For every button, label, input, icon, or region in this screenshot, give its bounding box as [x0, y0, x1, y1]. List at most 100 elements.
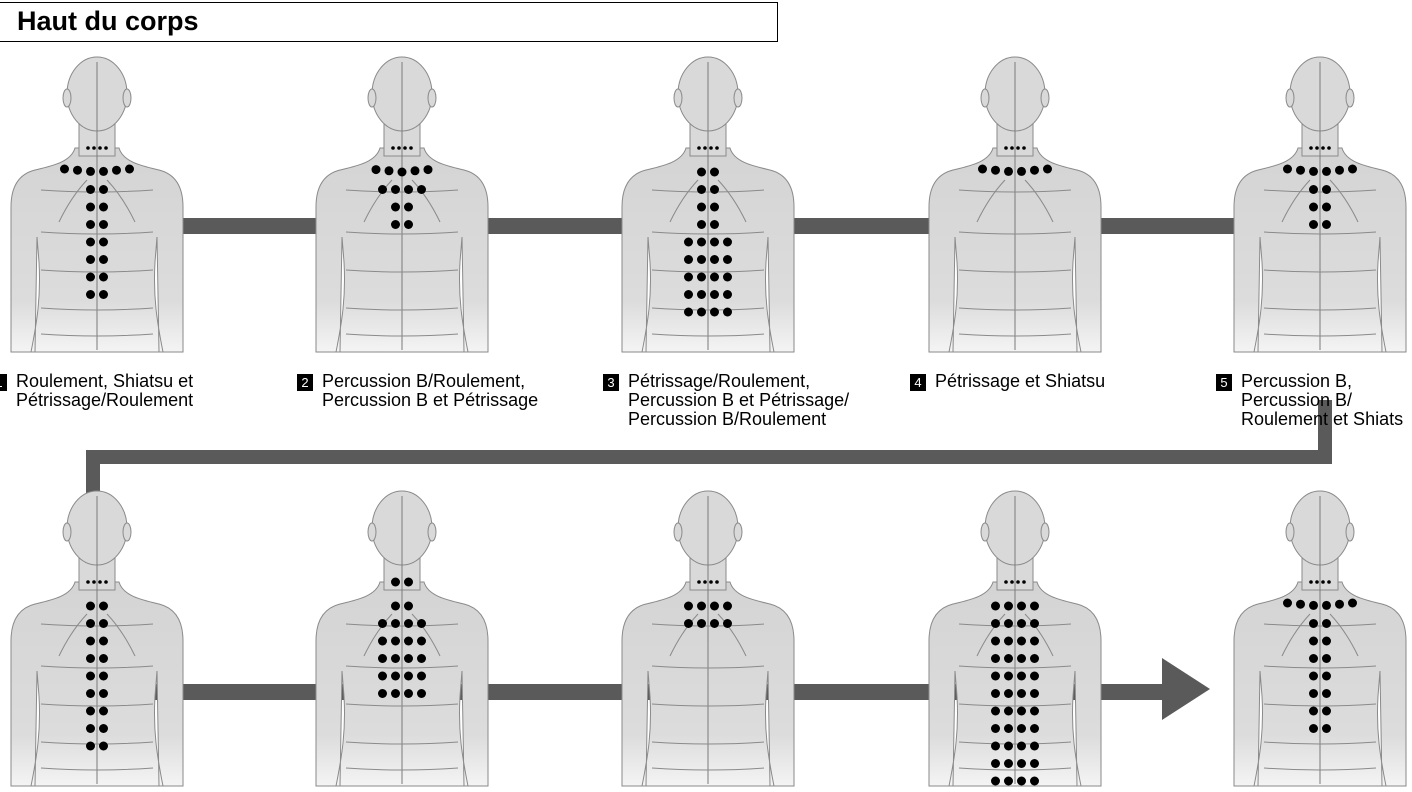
step-number-badge: 1	[0, 374, 7, 391]
torso-ear-right	[733, 522, 743, 542]
massage-point	[1030, 165, 1039, 175]
torso-ear-right	[122, 88, 132, 108]
guide-line	[345, 623, 459, 627]
massage-point	[709, 146, 713, 150]
step-text-line: Percussion B/	[1241, 390, 1353, 410]
massage-point	[1017, 166, 1026, 176]
massage-point	[384, 166, 394, 176]
guide-line	[958, 307, 1072, 311]
massage-point	[1315, 580, 1319, 584]
massage-point	[1322, 636, 1331, 646]
massage-point	[1322, 724, 1331, 733]
massage-point	[99, 654, 108, 663]
massage-point	[1004, 619, 1013, 628]
guide-line	[40, 269, 154, 273]
massage-point	[1004, 724, 1013, 733]
massage-point	[710, 185, 719, 194]
massage-point	[1030, 706, 1039, 716]
massage-point	[1030, 619, 1039, 628]
guide-line	[1263, 703, 1377, 707]
massage-point	[1004, 706, 1013, 716]
torso-figure-r2-c5	[1233, 490, 1407, 787]
guide-line	[1263, 307, 1377, 311]
massage-point	[703, 580, 707, 584]
massage-point	[99, 220, 108, 229]
massage-point	[86, 724, 95, 733]
massage-point	[417, 185, 426, 194]
massage-point	[86, 706, 95, 716]
massage-point	[697, 255, 706, 264]
massage-point	[1348, 598, 1357, 608]
massage-point	[404, 202, 413, 212]
guide-line	[40, 767, 154, 771]
massage-point	[1030, 636, 1039, 646]
massage-point	[99, 601, 108, 611]
guide-line	[651, 703, 765, 707]
guide-line	[40, 307, 154, 311]
step-text-line: Percussion B,	[1241, 371, 1353, 391]
massage-point	[404, 654, 413, 663]
massage-point	[1309, 185, 1318, 194]
massage-point	[1348, 164, 1357, 174]
massage-point	[99, 741, 108, 751]
massage-point	[1322, 185, 1331, 194]
massage-point	[1283, 164, 1292, 174]
massage-point	[378, 185, 387, 194]
massage-point	[1309, 706, 1318, 716]
massage-point	[1030, 654, 1039, 663]
scapula-left	[669, 613, 699, 657]
massage-point	[104, 580, 108, 584]
guide-line	[1263, 623, 1377, 627]
massage-point	[710, 202, 719, 212]
massage-point	[86, 741, 95, 751]
flow-bar-return	[86, 450, 1332, 464]
massage-point	[1296, 599, 1305, 609]
massage-point	[991, 654, 1000, 663]
massage-point	[710, 220, 719, 229]
massage-point	[1017, 689, 1026, 698]
massage-point	[1004, 580, 1008, 584]
torso-ear-left	[367, 522, 377, 542]
massage-point	[417, 671, 426, 681]
massage-points	[1283, 146, 1357, 229]
massage-point	[1335, 599, 1344, 609]
massage-point	[1017, 759, 1026, 768]
massage-point	[391, 654, 400, 663]
massage-point	[710, 290, 719, 299]
scapula-right	[106, 179, 136, 223]
massage-point	[697, 237, 706, 247]
massage-point	[991, 706, 1000, 716]
massage-point	[723, 601, 732, 611]
massage-point	[378, 671, 387, 681]
massage-point	[391, 619, 400, 628]
massage-point	[1322, 706, 1331, 716]
massage-point	[86, 272, 95, 282]
massage-point	[684, 290, 693, 299]
guide-line	[651, 767, 765, 771]
massage-point	[697, 307, 706, 317]
guide-line	[345, 703, 459, 707]
scapula-right	[411, 613, 441, 657]
torso-figure-r1-c4	[928, 56, 1102, 353]
massage-point	[710, 619, 719, 628]
guide-line	[651, 231, 765, 235]
guide-line	[1263, 231, 1377, 235]
torso-ear-right	[122, 522, 132, 542]
massage-point	[1017, 601, 1026, 611]
massage-point	[978, 164, 987, 174]
massage-point	[99, 185, 108, 194]
massage-point	[99, 636, 108, 646]
torso-ear-left	[1285, 88, 1295, 108]
guide-line	[1263, 665, 1377, 669]
scapula-right	[1024, 613, 1054, 657]
scapula-right	[106, 613, 136, 657]
massage-point	[417, 619, 426, 628]
massage-point	[1004, 636, 1013, 646]
guide-line	[1263, 767, 1377, 771]
massage-point	[697, 619, 706, 628]
massage-point	[99, 671, 108, 681]
guide-line	[40, 189, 154, 193]
guide-line	[958, 665, 1072, 669]
massage-point	[1004, 776, 1013, 786]
massage-point	[391, 689, 400, 698]
